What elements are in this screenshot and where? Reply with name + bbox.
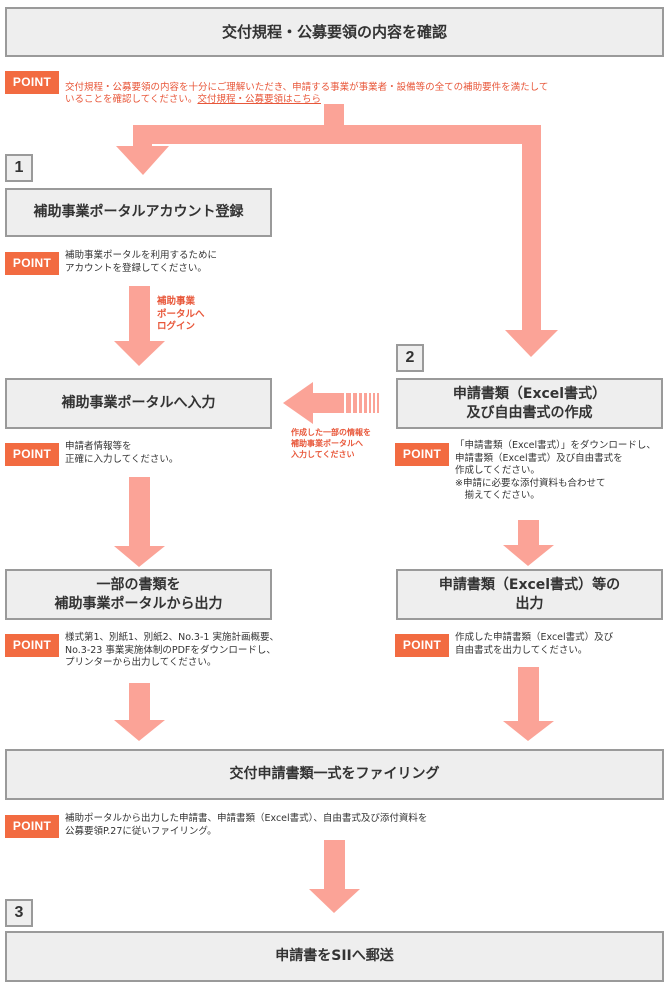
arrow-excel-filing-head xyxy=(503,721,554,741)
arrow-input-output-head xyxy=(114,546,165,567)
point-text-step2: 「申請書類（Excel書式）」をダウンロードし、 申請書類（Excel書式）及び… xyxy=(455,440,656,501)
box-portal-input: 補助事業ポータルへ入力 xyxy=(5,378,272,429)
note-portal-login: 補助事業 ポータルへ ログイン xyxy=(157,296,205,332)
point-badge-step2: POINT xyxy=(395,443,449,466)
arrow-excel-stem xyxy=(518,520,539,546)
arrow-left-branch-stem xyxy=(133,125,152,147)
arrow-left-branch-head xyxy=(116,146,169,175)
arrow-top-stem xyxy=(324,104,344,126)
box-account-registration: 補助事業ポータルアカウント登録 xyxy=(5,188,272,237)
arrow-right-branch-stem xyxy=(522,125,541,331)
point-text-top: 交付規程・公募要領の内容を十分にご理解いただき、申請する事業が事業者・設備等の全… xyxy=(65,69,665,107)
arrow-top-branch-bar xyxy=(133,125,541,144)
arrow-left-horizontal-head xyxy=(283,382,313,424)
point-text-excel-output: 作成した申請書類（Excel書式）及び 自由書式を出力してください。 xyxy=(455,632,614,656)
box-mail-to-sii: 申請書をSIIへ郵送 xyxy=(5,931,664,982)
box-filing: 交付申請書類一式をファイリング xyxy=(5,749,664,800)
arrow-login-head xyxy=(114,341,165,366)
box-excel-output: 申請書類（Excel書式）等の 出力 xyxy=(396,569,663,620)
point-text-step1: 補助事業ポータルを利用するために アカウントを登録してください。 xyxy=(65,250,218,274)
arrow-output-filing-stem xyxy=(129,683,150,721)
point-badge-filing: POINT xyxy=(5,815,59,838)
arrow-login-stem xyxy=(129,286,150,342)
arrow-right-branch-head xyxy=(505,330,558,357)
point-text-filing: 補助ポータルから出力した申請書、申請書類（Excel書式）、自由書式及び添付資料… xyxy=(65,813,428,837)
arrow-input-output-stem xyxy=(129,477,150,547)
point-badge-top: POINT xyxy=(5,71,59,94)
point-badge-step1: POINT xyxy=(5,252,59,275)
point-text-portal-output: 様式第1、別紙1、別紙2、No.3-1 実施計画概要、 No.3-23 事業実施… xyxy=(65,632,279,668)
point-badge-portal-input: POINT xyxy=(5,443,59,466)
step-number-2: 2 xyxy=(396,344,424,372)
regulations-link[interactable]: 交付規程・公募要領はこちら xyxy=(197,94,321,105)
box-create-application-documents: 申請書類（Excel書式） 及び自由書式の作成 xyxy=(396,378,663,429)
arrow-left-horizontal-stem xyxy=(312,393,344,413)
arrow-filing-mail-stem xyxy=(324,840,345,890)
step-number-1: 1 xyxy=(5,154,33,182)
arrow-excel-filing-stem xyxy=(518,667,539,722)
point-text-top-body: 交付規程・公募要領の内容を十分にご理解いただき、申請する事業が事業者・設備等の全… xyxy=(65,81,549,106)
box-portal-output: 一部の書類を 補助事業ポータルから出力 xyxy=(5,569,272,620)
note-enter-info-to-portal: 作成した一部の情報を 補助事業ポータルへ 入力してください xyxy=(291,428,371,459)
point-badge-excel-output: POINT xyxy=(395,634,449,657)
box-confirm-regulations: 交付規程・公募要領の内容を確認 xyxy=(5,7,664,57)
step-number-3: 3 xyxy=(5,899,33,927)
point-badge-portal-output: POINT xyxy=(5,634,59,657)
point-text-portal-input: 申請者情報等を 正確に入力してください。 xyxy=(65,441,179,465)
arrow-excel-head xyxy=(503,545,554,566)
arrow-output-filing-head xyxy=(114,720,165,741)
arrow-filing-mail-head xyxy=(309,889,360,913)
